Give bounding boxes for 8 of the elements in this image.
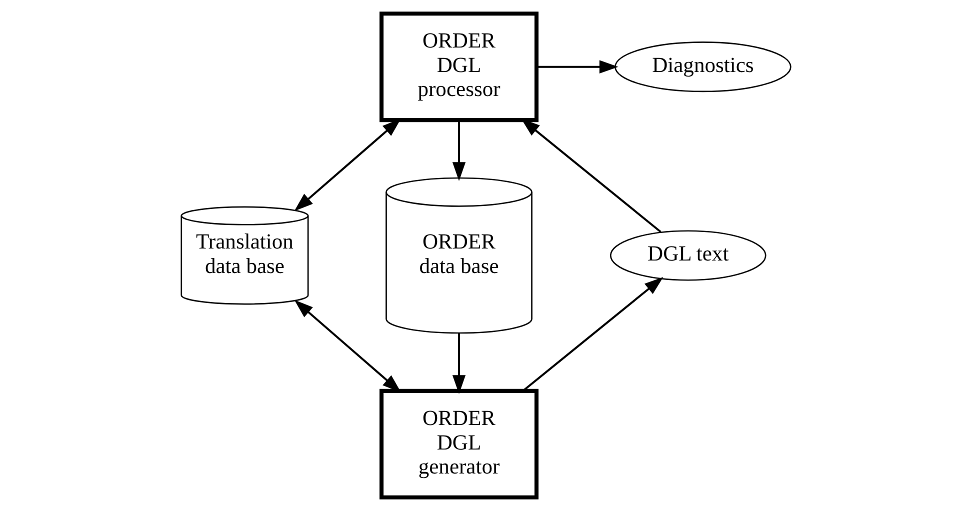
- arrow: [452, 333, 466, 394]
- node-box: ORDER DGL processor: [379, 12, 538, 122]
- node-box: ORDER DGL generator: [379, 388, 538, 500]
- arrow: [522, 276, 663, 392]
- node-ellipse: Diagnostics: [614, 42, 791, 92]
- node-ellipse: DGL text: [609, 230, 766, 281]
- arrow: [452, 120, 466, 182]
- arrow: [536, 60, 618, 74]
